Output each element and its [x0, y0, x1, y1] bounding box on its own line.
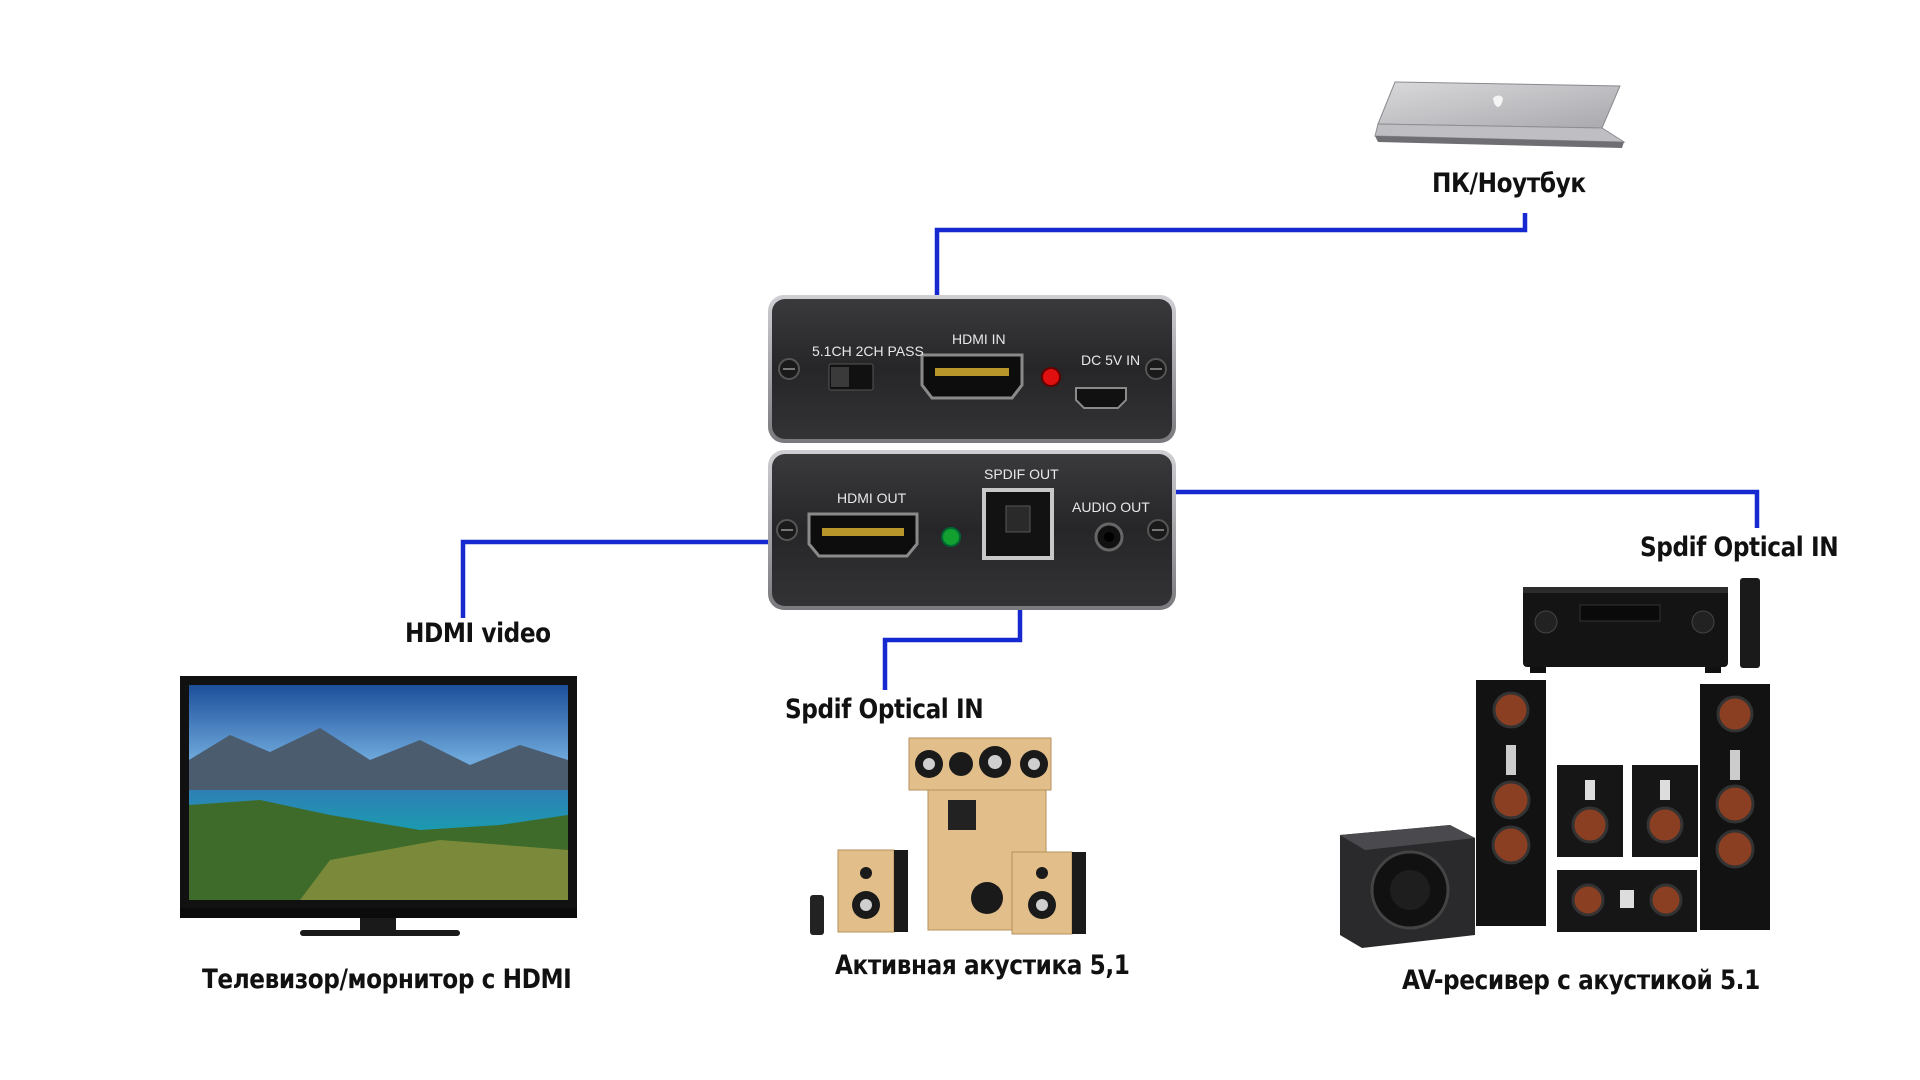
active-speakers-label: Активная акустика 5,1 — [835, 950, 1130, 981]
cable-pc-to-hdmi-in — [934, 213, 1528, 372]
hdmi-out-label: HDMI OUT — [837, 490, 907, 506]
av-receiver-label: AV-ресивер с акустикой 5.1 — [1402, 965, 1760, 996]
pc-label: ПК/Ноутбук — [1432, 168, 1586, 199]
hdmi-in-label: HDMI IN — [952, 331, 1006, 347]
spdif-active-label: Spdif Optical IN — [785, 694, 984, 725]
dc-in-label: DC 5V IN — [1081, 352, 1141, 368]
tv-label: Телевизор/морнитор с HDMI — [202, 964, 572, 995]
spdif-receiver-label: Spdif Optical IN — [1640, 532, 1839, 563]
switch-label: 5.1CH 2CH PASS — [812, 343, 924, 359]
hdmi-video-label: HDMI video — [405, 618, 551, 649]
cable-spdif-to-active-speakers — [882, 550, 1023, 690]
cable-hdmi-out-to-tv — [460, 539, 858, 618]
spdif-out-label: SPDIF OUT — [984, 466, 1059, 482]
cable-spdif-to-av-receiver — [1042, 489, 1760, 528]
audio-out-label: AUDIO OUT — [1072, 499, 1150, 515]
